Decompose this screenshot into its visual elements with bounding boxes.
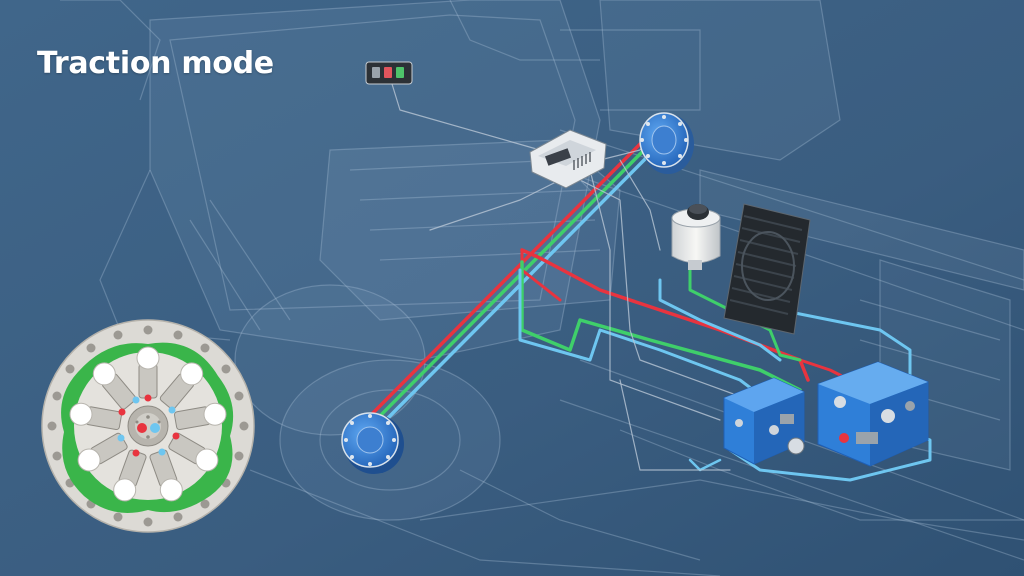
- valve-block-icon: [723, 377, 805, 465]
- pressure-line: [520, 248, 810, 382]
- page-title: Traction mode: [37, 46, 274, 81]
- hydraulic-lines: [364, 83, 932, 482]
- control-panel-icon: [365, 61, 413, 85]
- controller-unit-icon: [529, 129, 607, 189]
- oil-tank-icon: [671, 204, 721, 270]
- oil-cooler-icon: [723, 203, 811, 335]
- radial-piston-motor-section-icon: [41, 319, 255, 533]
- wheel-motor-front-icon: [341, 412, 404, 474]
- leak-line: [518, 268, 762, 397]
- pressure-ports: [117, 394, 180, 457]
- bolt-holes: [47, 325, 249, 527]
- return-line: [520, 260, 802, 392]
- hydraulic-pump-icon: [817, 361, 929, 467]
- wheel-motor-rear-icon: [639, 112, 694, 174]
